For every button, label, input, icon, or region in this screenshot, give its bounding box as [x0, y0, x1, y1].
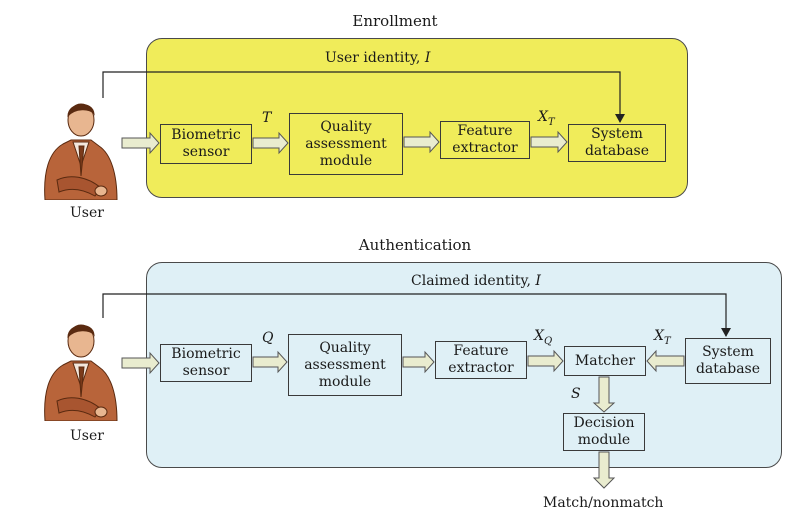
authentication-symbol-XQ-sub: Q: [543, 335, 553, 347]
authentication-matcher-to-decision-arrow: [592, 376, 616, 413]
enrollment-extractor-to-database-arrow: [530, 130, 568, 154]
authentication-decision-box: Decision module: [563, 413, 645, 451]
authentication-symbol-XQ: XQ: [534, 328, 552, 347]
authentication-sensor-to-quality-arrow: [252, 350, 288, 374]
enrollment-symbol-XT-sub: T: [547, 116, 555, 128]
enrollment-user-label: User: [70, 205, 104, 221]
enrollment-symbol-T: T: [262, 110, 272, 126]
enrollment-symbol-XT-base: X: [538, 109, 548, 125]
enrollment-identity-label: User identity, I: [325, 50, 430, 66]
authentication-title: Authentication: [358, 236, 472, 254]
enrollment-quality-box: Quality assessment module: [289, 113, 403, 175]
authentication-decision-to-output-arrow: [592, 451, 616, 489]
authentication-database-box: System database: [685, 338, 771, 384]
authentication-identity-line: [102, 293, 731, 337]
enrollment-identity-symbol: I: [424, 50, 431, 66]
authentication-user-figure-icon: [44, 324, 118, 421]
authentication-user-label: User: [70, 428, 104, 444]
authentication-sensor-box: Biometric sensor: [160, 344, 252, 382]
authentication-quality-to-extractor-arrow: [402, 350, 435, 374]
authentication-identity-label: Claimed identity, I: [411, 273, 541, 289]
authentication-symbol-XT: XT: [654, 328, 671, 347]
enrollment-title: Enrollment: [352, 12, 438, 30]
enrollment-extractor-box: Feature extractor: [440, 121, 530, 159]
enrollment-identity-text: User identity,: [325, 50, 425, 66]
enrollment-identity-line: [102, 71, 625, 123]
enrollment-sensor-box: Biometric sensor: [160, 124, 252, 164]
enrollment-database-box: System database: [568, 124, 666, 162]
authentication-extractor-to-matcher-arrow: [527, 349, 564, 373]
authentication-symbol-XQ-base: X: [534, 328, 544, 344]
authentication-symbol-Q: Q: [262, 330, 274, 346]
enrollment-sensor-to-quality-arrow: [252, 131, 289, 155]
authentication-symbol-XT-sub: T: [663, 335, 671, 347]
authentication-output-label: Match/nonmatch: [543, 495, 664, 511]
enrollment-panel: [146, 38, 688, 198]
enrollment-user-to-sensor-arrow: [121, 131, 160, 155]
authentication-symbol-XT-base: X: [654, 328, 664, 344]
enrollment-quality-to-extractor-arrow: [403, 130, 440, 154]
authentication-database-to-matcher-arrow: [646, 349, 685, 373]
authentication-identity-text: Claimed identity,: [411, 273, 536, 289]
authentication-quality-box: Quality assessment module: [288, 334, 402, 396]
authentication-extractor-box: Feature extractor: [435, 341, 527, 379]
authentication-symbol-S: S: [571, 386, 581, 402]
enrollment-symbol-XT: XT: [538, 109, 555, 128]
authentication-user-to-sensor-arrow: [121, 351, 160, 375]
authentication-identity-symbol: I: [535, 273, 541, 289]
enrollment-user-figure-icon: [44, 103, 118, 200]
authentication-matcher-box: Matcher: [564, 346, 646, 376]
